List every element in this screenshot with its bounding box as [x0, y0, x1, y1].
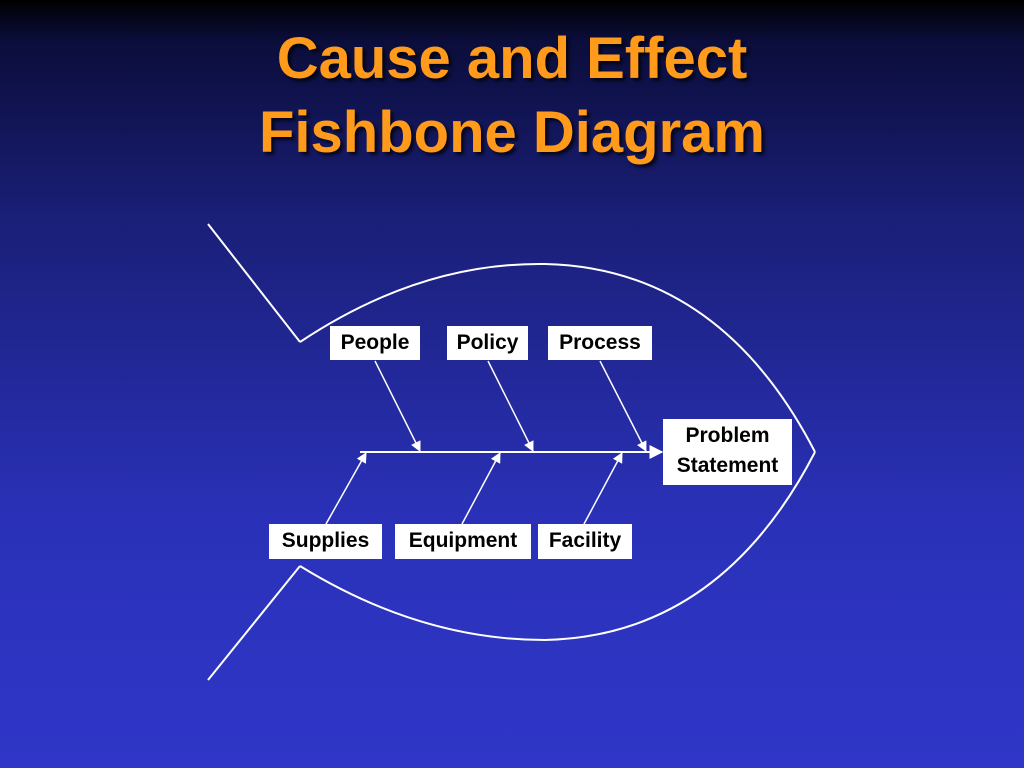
effect-line-2: Statement	[676, 454, 779, 477]
fish-body-lower	[299, 451, 816, 642]
cause-box-equipment: Equipment	[395, 524, 531, 559]
title-line-1: Cause and Effect	[276, 26, 748, 91]
fish-tail-upper	[207, 223, 301, 343]
bone-process	[599, 360, 647, 452]
cause-box-people: People	[330, 326, 420, 360]
bone-equipment	[461, 452, 501, 525]
cause-box-policy: Policy	[447, 326, 528, 360]
effect-line-1: Problem	[685, 424, 770, 447]
bone-facility	[583, 452, 623, 525]
bone-people	[374, 360, 421, 452]
effect-box-problem-statement: Problem Statement	[663, 419, 792, 485]
bone-supplies	[325, 452, 367, 525]
cause-box-facility: Facility	[538, 524, 632, 559]
fish-body-upper	[299, 262, 816, 453]
cause-box-supplies: Supplies	[269, 524, 382, 559]
bone-policy	[487, 360, 534, 452]
fish-tail-lower	[207, 565, 301, 681]
title-line-2: Fishbone Diagram	[259, 100, 765, 165]
page-title: Cause and Effect Fishbone Diagram	[0, 22, 1024, 170]
cause-box-process: Process	[548, 326, 652, 360]
